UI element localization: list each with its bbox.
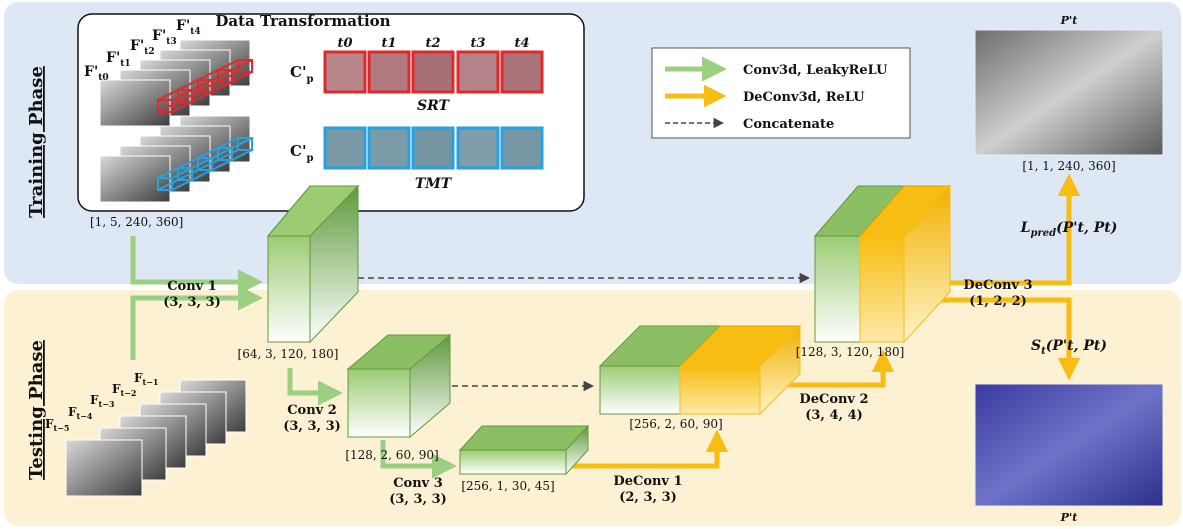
input-shape: [1, 5, 240, 360] [90,215,183,229]
time-labels: t0 t1 t2 t3 t4 [337,36,529,51]
legend-concat-label: Concatenate [743,117,834,132]
deconv1-name: DeConv 1 [613,474,682,489]
data-transformation-title: Data Transformation [215,12,390,30]
test-label-4: Ft−1 [134,371,159,387]
stack-label-0: F't0 [84,64,109,83]
time-label-4: t4 [514,36,529,51]
cp-label-srt: C'p [290,63,314,85]
time-label-1: t1 [381,36,396,51]
pred-output-title: P't [1060,14,1078,27]
test-label-1: Ft−4 [68,405,93,421]
testing-frame-stack [65,379,247,497]
legend-conv-label: Conv3d, LeakyReLU [743,63,888,78]
conv1-kernel: (3, 3, 3) [163,295,221,310]
testing-phase-panel [4,290,1181,526]
stack-label-4: F't4 [176,18,201,37]
deconv2-block [813,184,952,344]
pred-output-shape: [1, 1, 240, 360] [1022,159,1115,173]
conv3-block [458,424,590,476]
conv-flow-arrows [130,236,457,479]
time-label-2: t2 [425,36,440,51]
training-stack-labels: F't0 F't1 F't2 F't3 F't4 [84,18,201,83]
score-label: St(P't, Pt) [1031,338,1107,357]
conv3-kernel: (3, 3, 3) [389,492,447,507]
tmt-label: TMT [415,176,453,192]
deconv1-shape: [256, 2, 60, 90] [629,417,722,431]
deconv3-name: DeConv 3 [963,278,1032,293]
legend-deconv-label: DeConv3d, ReLU [743,90,865,105]
deconv1-block [598,324,802,416]
legend-box [651,47,911,139]
tmt-crops [323,126,544,170]
conv1-name: Conv 1 [167,279,217,294]
srt-crops [323,50,544,94]
deconv2-name: DeConv 2 [799,392,868,407]
conv2-block [346,333,452,439]
test-label-3: Ft−2 [112,382,137,398]
loss-label: Lpred(P't, Pt) [1020,220,1118,239]
training-frame-stack-bottom [99,115,253,203]
deconv1-kernel: (2, 3, 3) [619,490,677,505]
conv2-shape: [128, 2, 60, 90] [345,448,438,462]
cp-label-tmt: C'p [290,142,314,164]
deconv2-kernel: (3, 4, 4) [805,408,863,423]
conv1-shape: [64, 3, 120, 180] [238,347,339,361]
conv2-name: Conv 2 [287,403,337,418]
time-label-0: t0 [337,36,352,51]
training-frame-stack-top [99,39,253,127]
conv1-block [266,184,360,344]
pred-output-image [974,29,1164,156]
deconv3-kernel: (1, 2, 2) [969,294,1027,309]
legend: Conv3d, LeakyReLU DeConv3d, ReLU Concate… [665,56,888,132]
stack-label-3: F't3 [152,28,177,47]
stack-label-2: F't2 [130,38,155,57]
srt-label: SRT [417,98,450,114]
test-label-2: Ft−3 [90,393,115,409]
conv2-kernel: (3, 3, 3) [283,419,341,434]
score-output-image [974,383,1164,507]
score-output-title: P't [1060,511,1078,524]
conv3-name: Conv 3 [393,476,443,491]
time-label-3: t3 [470,36,485,51]
testing-phase-label: Testing Phase [26,340,47,480]
stack-label-1: F't1 [106,50,131,69]
deconv2-shape: [128, 3, 120, 180] [796,345,905,359]
training-phase-label: Training Phase [26,66,47,218]
conv3-shape: [256, 1, 30, 45] [461,479,554,493]
deconv-flow-arrows [570,173,1081,469]
testing-stack-labels: Ft−5 Ft−4 Ft−3 Ft−2 Ft−1 [45,371,159,433]
test-label-0: Ft−5 [45,417,70,433]
